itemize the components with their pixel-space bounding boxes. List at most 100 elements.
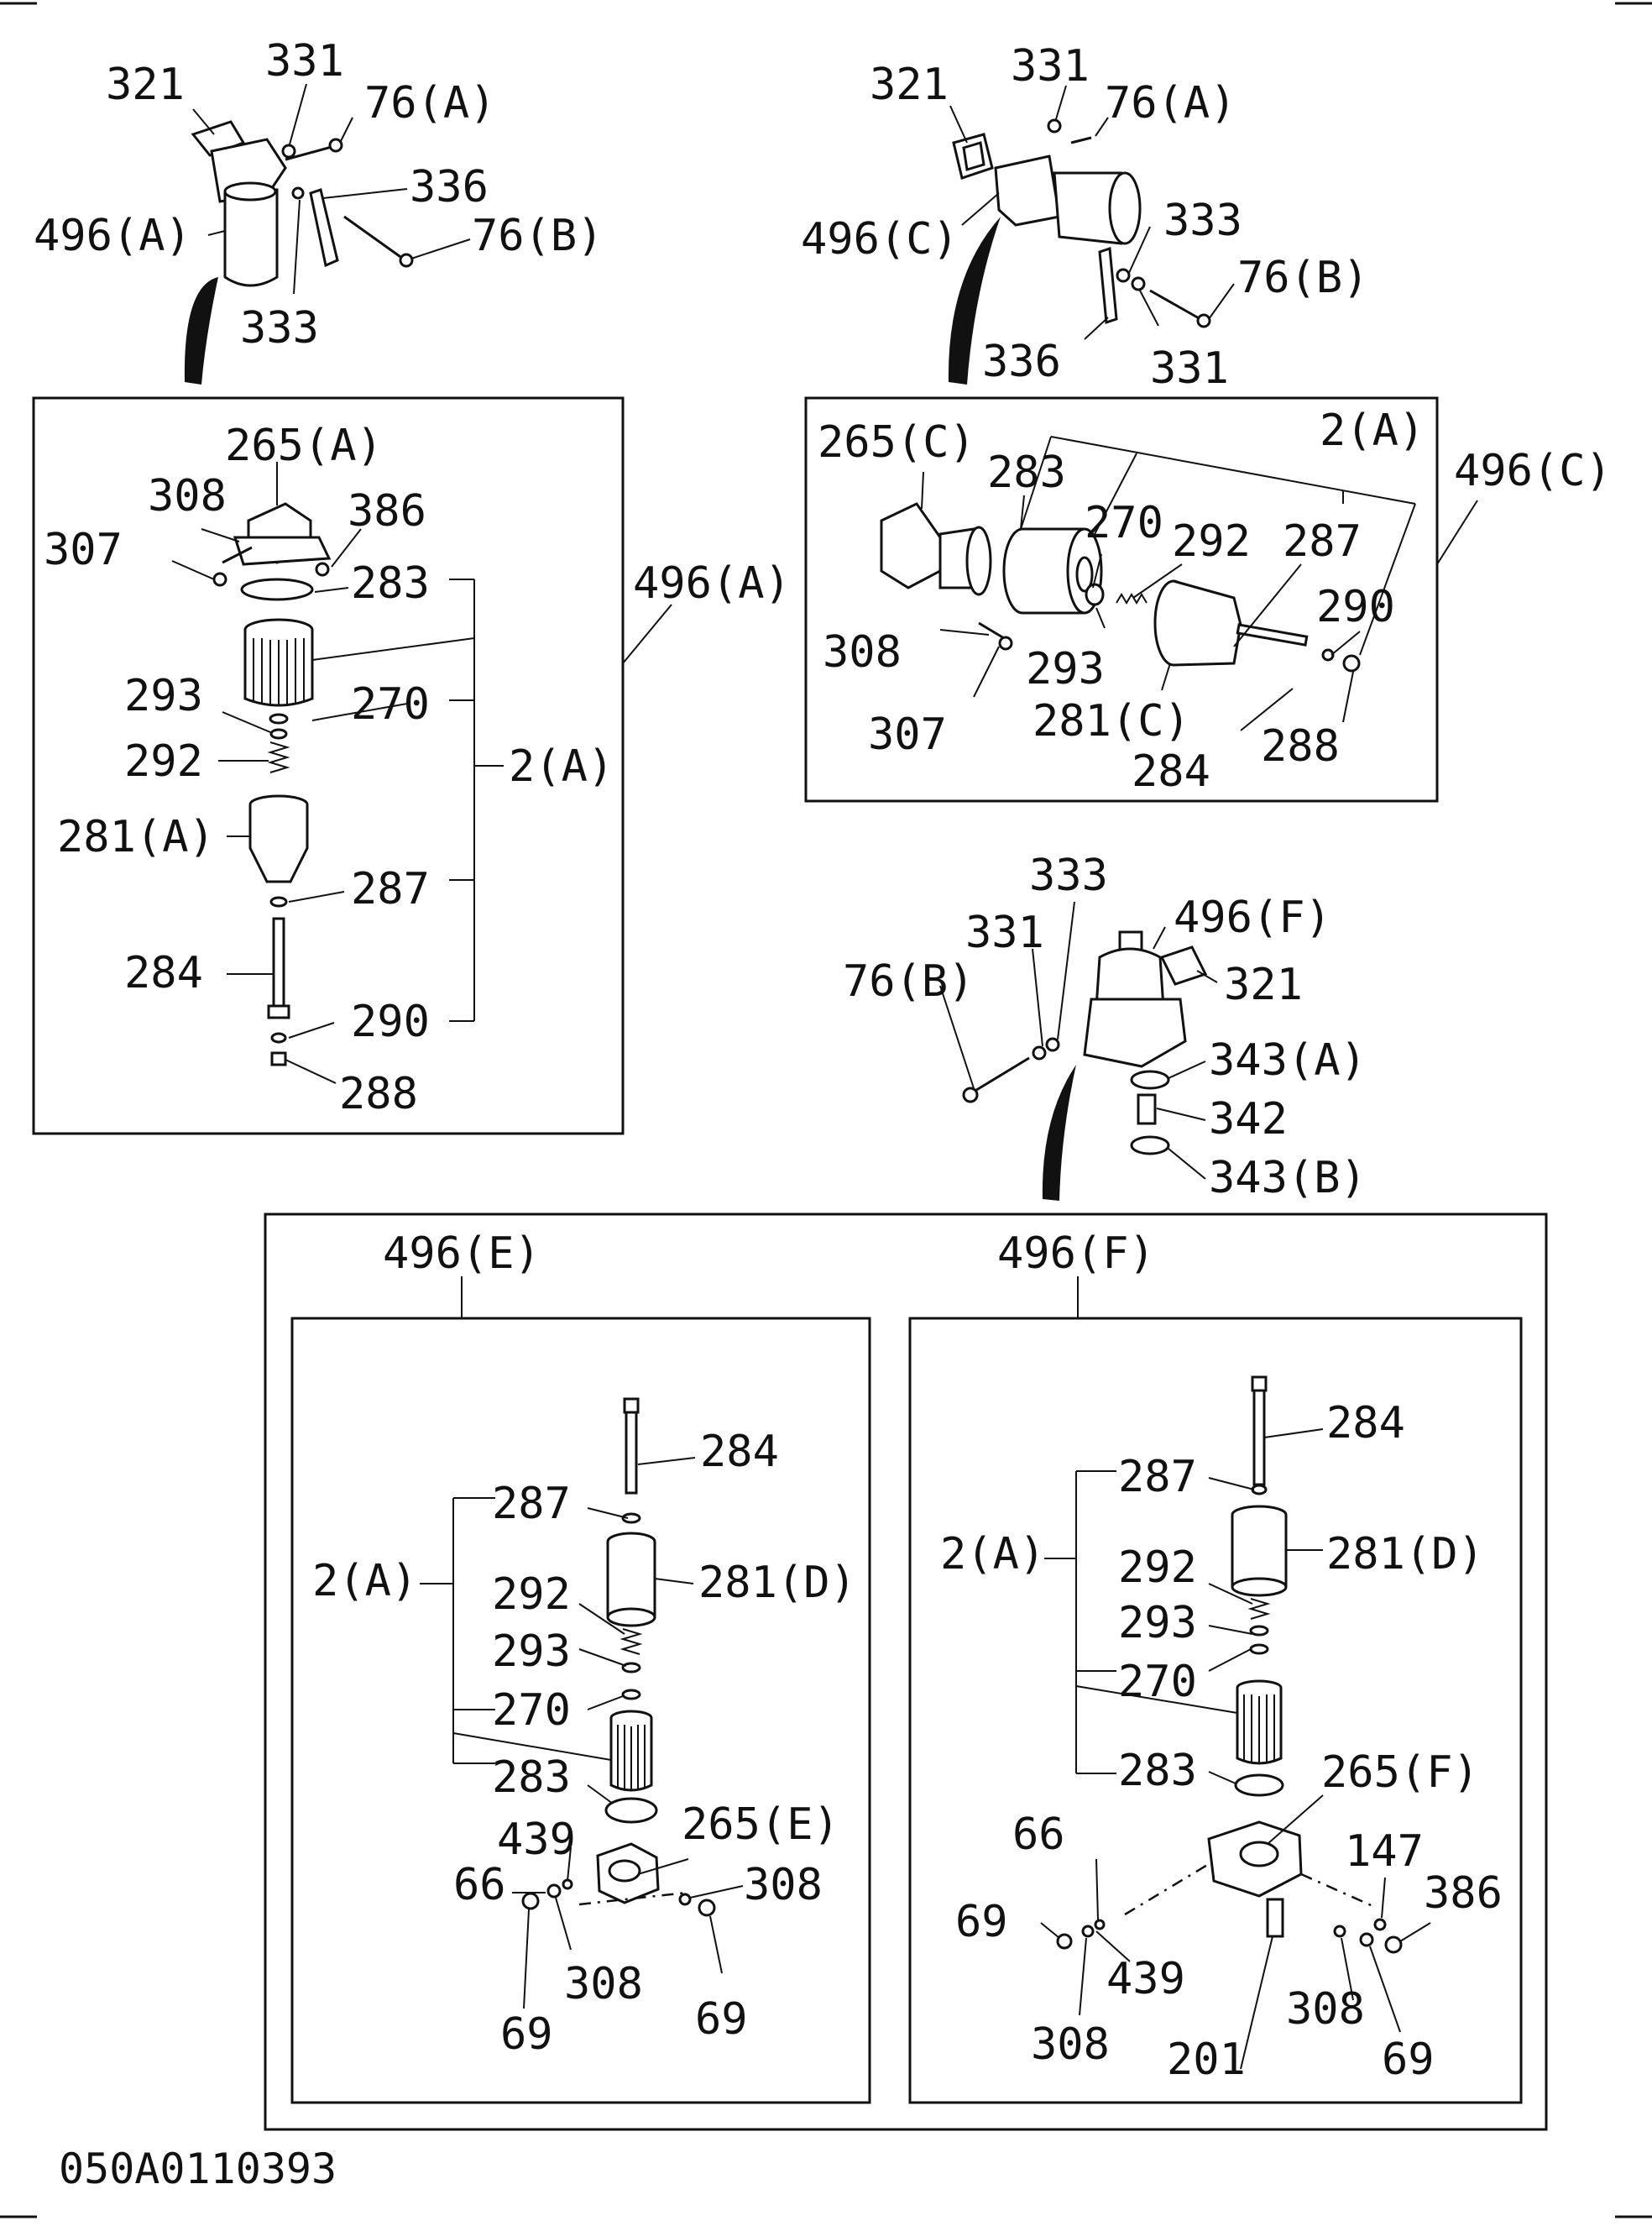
label-69b-f: 69 xyxy=(1382,2035,1435,2085)
label-342: 342 xyxy=(1209,1094,1288,1144)
label-333-tr: 333 xyxy=(1163,196,1242,246)
label-283-f: 283 xyxy=(1118,1746,1197,1796)
label-147-f: 147 xyxy=(1345,1826,1424,1877)
label-287-f: 287 xyxy=(1118,1452,1197,1502)
label-66-f: 66 xyxy=(1012,1810,1065,1860)
callout-tail-a xyxy=(184,277,218,385)
label-386-f: 386 xyxy=(1424,1868,1503,1919)
label-201-f: 201 xyxy=(1167,2035,1246,2085)
label-287: 287 xyxy=(351,864,430,914)
label-343b: 343(B) xyxy=(1209,1153,1367,1203)
label-293-c: 293 xyxy=(1026,644,1105,694)
leaders-top-right xyxy=(949,85,1235,340)
label-293-e: 293 xyxy=(492,1626,571,1677)
label-76a-tr: 76(A) xyxy=(1105,78,1236,128)
label-283: 283 xyxy=(351,558,430,609)
leaders-box-496c xyxy=(921,436,1478,731)
leaders-box-496f xyxy=(1040,1428,1431,2070)
frame-496c xyxy=(804,396,1439,803)
label-496c-frame: 496(C) xyxy=(1454,446,1612,496)
label-265e: 265(E) xyxy=(682,1799,839,1850)
label-284-c: 284 xyxy=(1132,746,1210,797)
label-287-e: 287 xyxy=(492,1479,571,1529)
label-343a: 343(A) xyxy=(1209,1035,1367,1086)
label-308a-f: 308 xyxy=(1286,1984,1365,2035)
label-265c: 265(C) xyxy=(818,417,975,468)
label-76b: 76(B) xyxy=(472,211,604,261)
leaders-top-left xyxy=(192,83,471,295)
label-331-mf: 331 xyxy=(965,908,1044,958)
label-333-mf: 333 xyxy=(1029,851,1108,901)
leaders-mid-right xyxy=(939,901,1218,1180)
label-2a-e: 2(A) xyxy=(312,1556,417,1606)
label-321: 321 xyxy=(106,60,185,110)
label-496a-frame: 496(A) xyxy=(633,558,791,609)
label-270-c: 270 xyxy=(1085,498,1163,548)
label-331-tr: 331 xyxy=(1011,41,1090,92)
label-287-c: 287 xyxy=(1283,516,1362,567)
frame-496f xyxy=(908,1317,1523,2104)
label-283-e: 283 xyxy=(492,1752,571,1803)
label-265f: 265(F) xyxy=(1321,1747,1479,1798)
label-308b-f: 308 xyxy=(1031,2019,1110,2070)
leaders-box-496a xyxy=(171,462,672,1084)
label-288: 288 xyxy=(339,1069,418,1119)
label-76b-tr: 76(B) xyxy=(1237,253,1369,303)
label-292-c: 292 xyxy=(1172,516,1251,567)
label-336-tr: 336 xyxy=(982,337,1061,387)
callout-tail-f xyxy=(1042,1065,1076,1201)
drawing-code: 050A0110393 xyxy=(59,2145,337,2193)
label-270: 270 xyxy=(351,679,430,730)
label-2a-c: 2(A) xyxy=(1320,406,1425,456)
label-76b-mf: 76(B) xyxy=(843,956,975,1007)
label-76a: 76(A) xyxy=(364,78,496,128)
label-284: 284 xyxy=(124,948,203,998)
label-265a: 265(A) xyxy=(225,421,383,471)
assembly-496c-exterior xyxy=(952,118,1211,328)
label-281c: 281(C) xyxy=(1032,696,1190,746)
label-288-c: 288 xyxy=(1261,721,1340,772)
label-66-e: 66 xyxy=(453,1860,506,1910)
label-321-mf: 321 xyxy=(1224,960,1303,1010)
label-69a-e: 69 xyxy=(500,2009,553,2060)
label-496f-mf: 496(F) xyxy=(1174,893,1331,943)
label-293-f: 293 xyxy=(1118,1598,1197,1648)
label-292: 292 xyxy=(124,736,203,787)
label-281a: 281(A) xyxy=(57,812,215,862)
label-69a-f: 69 xyxy=(955,1897,1008,1947)
callout-tail-c xyxy=(948,217,1001,385)
label-283-c: 283 xyxy=(987,448,1066,498)
label-284-e: 284 xyxy=(700,1427,779,1477)
label-281d-f: 281(D) xyxy=(1326,1529,1484,1579)
label-270-f: 270 xyxy=(1118,1657,1197,1707)
label-292-f: 292 xyxy=(1118,1542,1197,1593)
label-293: 293 xyxy=(124,671,203,721)
label-439-e: 439 xyxy=(497,1815,576,1865)
label-386: 386 xyxy=(348,486,426,537)
label-69b-e: 69 xyxy=(695,1994,748,2045)
assembly-496c-exploded xyxy=(880,502,1361,673)
label-331b-tr: 331 xyxy=(1150,343,1229,394)
label-496e-frame: 496(E) xyxy=(383,1228,541,1279)
label-308b-e: 308 xyxy=(564,1959,643,2009)
assembly-496e-exploded xyxy=(521,1397,716,1917)
label-439-f: 439 xyxy=(1106,1954,1185,2004)
label-331: 331 xyxy=(265,36,344,86)
frame-496a xyxy=(32,396,625,1135)
label-321-tr: 321 xyxy=(870,60,949,110)
label-2a: 2(A) xyxy=(509,741,614,792)
frame-outer-ef xyxy=(264,1213,1548,2131)
label-496c-tr: 496(C) xyxy=(801,214,959,265)
label-336: 336 xyxy=(410,162,489,212)
label-496f-frame: 496(F) xyxy=(997,1228,1155,1279)
assembly-496f-exploded xyxy=(1056,1375,1403,1954)
label-307: 307 xyxy=(44,525,123,575)
label-2a-f: 2(A) xyxy=(940,1529,1045,1579)
leaders-box-496e xyxy=(420,1457,744,2009)
label-290-c: 290 xyxy=(1316,582,1395,632)
label-496a: 496(A) xyxy=(34,211,191,261)
label-281d-e: 281(D) xyxy=(698,1558,856,1608)
assembly-496f-exterior xyxy=(962,930,1208,1155)
